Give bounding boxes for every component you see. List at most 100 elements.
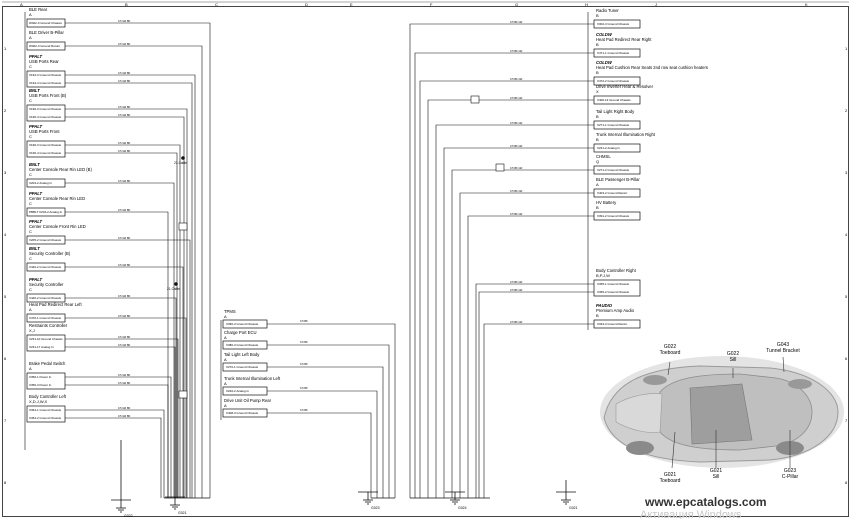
ground-symbol: G024 xyxy=(445,491,467,510)
inline-connector xyxy=(495,163,505,172)
car-illustration: G022 Toeboard G022 Sill G043 Tunnel Brac… xyxy=(600,342,844,484)
wire xyxy=(419,80,594,498)
connector-id: B xyxy=(596,42,599,47)
grid-col-A: A xyxy=(20,2,23,7)
car-label-2: G022 xyxy=(727,351,739,357)
connector-id: Q xyxy=(596,159,599,164)
pin-label: X271-1 Ground Chassis xyxy=(597,123,630,127)
wire xyxy=(451,169,594,498)
pin-label: X231-10 Ground Chassis xyxy=(29,337,63,341)
wire xyxy=(483,323,594,498)
connector-id: C xyxy=(29,201,32,206)
pin-label: X241-2 Analog In xyxy=(597,146,620,150)
grid-row-4: 4 xyxy=(4,232,7,237)
grid-col-D: D xyxy=(305,2,308,7)
inline-connector xyxy=(178,222,188,231)
wire-spec: 0.5 BK xyxy=(300,319,308,323)
wire xyxy=(65,182,175,498)
pin-label: X364-2 Ground Chassis xyxy=(29,416,62,420)
component-name: Tail Light Right Body xyxy=(596,109,635,114)
pin-label: X231-17 Analog In xyxy=(29,345,54,349)
component-name: Body Controller Right xyxy=(596,268,637,273)
pin-label: X343-3 Ground Return xyxy=(597,322,628,326)
ground-symbol: G021 xyxy=(556,491,578,510)
ground-label: G021 xyxy=(178,511,187,515)
wire-spec: 0.5 GR BK xyxy=(118,79,131,83)
wire xyxy=(65,346,176,498)
component-name: Center Console Rear Rin LED (B) xyxy=(29,167,92,172)
wire-spec: 0.5 GR BK xyxy=(118,236,131,240)
grid-col-E: E xyxy=(350,2,353,7)
pin-label: X365-1 Ground Chassis xyxy=(597,282,630,286)
wire xyxy=(65,317,187,498)
wire xyxy=(65,376,172,498)
wire xyxy=(65,22,211,498)
pin-label: X440-2 Ground Chassis xyxy=(29,296,62,300)
car-label-2-desc: Sill xyxy=(730,357,737,363)
connector-box xyxy=(593,279,641,297)
car-label-5: G021 xyxy=(710,468,722,474)
pin-label: X471-1 Ground Chassis xyxy=(597,51,630,55)
pin-label: X470-1 Ground Chassis xyxy=(29,316,62,320)
car-label-5-desc: Sill xyxy=(713,474,720,480)
connector-id: B xyxy=(596,13,599,18)
pin-label: X380-3 Ground Chassis xyxy=(226,343,259,347)
component-name: Brake Pedal Switch xyxy=(29,361,66,366)
connector-id: B xyxy=(596,205,599,210)
wire xyxy=(65,108,188,498)
connector-id: A xyxy=(29,366,32,371)
wire xyxy=(267,366,384,498)
wire xyxy=(65,152,178,498)
grid-row-6: 6 xyxy=(4,356,7,361)
wire xyxy=(409,23,594,498)
component-prefix: PAUDIO xyxy=(596,303,613,308)
pin-label: X205-2 Ground Chassis xyxy=(29,238,62,242)
wire-spec: 0.5 GR BK xyxy=(118,381,131,385)
wire-spec: 0.5 GR BK xyxy=(118,179,131,183)
wire xyxy=(65,297,177,498)
grid-row-right-3: 3 xyxy=(845,170,848,175)
wire-spec: 0.5 GR BK xyxy=(118,71,131,75)
component-name: Drive Unit Oil Pump Rear xyxy=(224,398,272,403)
pin-label: X196-3 Ground Chassis xyxy=(29,143,62,147)
component-prefix: BNLT xyxy=(29,162,40,167)
ground-label: G023 xyxy=(371,506,380,510)
component-name: Trunk Internal Illumination Right xyxy=(596,132,656,137)
wire xyxy=(65,144,181,498)
wire xyxy=(435,124,594,498)
wire-spec: 0.5 BK GR xyxy=(510,320,523,324)
connector-id: B xyxy=(596,313,599,318)
connector-id: A xyxy=(224,335,227,340)
connector-id: A xyxy=(29,12,32,17)
component-name: Restraints Controller xyxy=(29,323,68,328)
watermark: www.epcatalogs.com xyxy=(644,495,767,509)
wire-spec: 0.5 BK GR xyxy=(510,189,523,193)
ground-symbol: G022 xyxy=(111,499,133,518)
pin-label: X196-3 Ground Chassis xyxy=(29,107,62,111)
wire xyxy=(459,192,594,498)
grid-row-7: 7 xyxy=(4,418,7,423)
component-name: BLE Rear xyxy=(29,7,48,12)
wire-spec: 0.5 GR BK xyxy=(118,149,131,153)
grid-row-right-2: 2 xyxy=(845,108,848,113)
wire-spec: 0.5 BK GR xyxy=(510,121,523,125)
car-label-1-desc: Toeboard xyxy=(660,350,681,356)
wire xyxy=(443,147,594,498)
component-prefix: COLDW xyxy=(596,60,613,65)
component-name: Heat Pad Redirect Rear Right xyxy=(596,37,652,42)
wire-spec: 0.5 BK GR xyxy=(510,49,523,53)
component-name: Security Controller xyxy=(29,282,64,287)
pin-label: X194-3 Ground Chassis xyxy=(29,73,62,77)
